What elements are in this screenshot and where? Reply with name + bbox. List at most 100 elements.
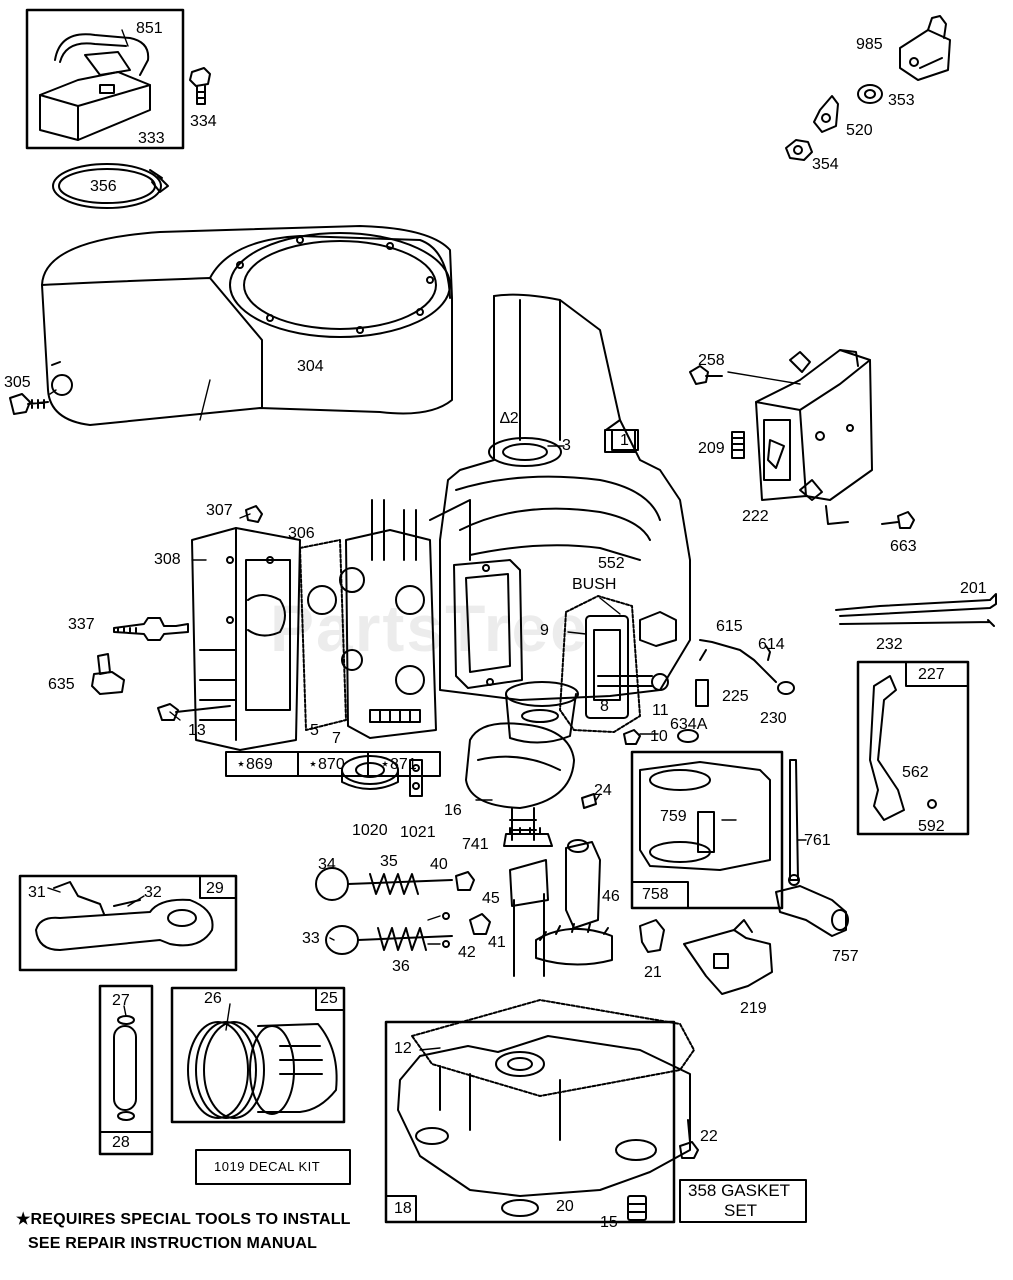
bolt-22 xyxy=(679,1119,699,1159)
cylinder-870 xyxy=(339,499,437,739)
callout-759: 759 xyxy=(660,808,687,825)
switch-985 xyxy=(899,15,951,81)
gasket-set-line-1: 358 GASKET xyxy=(688,1181,791,1200)
callout-230: 230 xyxy=(760,710,787,727)
callout-34: 34 xyxy=(318,856,336,873)
flywheel-key-1021 xyxy=(409,759,423,797)
callout-209: 209 xyxy=(698,440,725,457)
keeper-42 xyxy=(442,912,450,948)
spark-plug-337 xyxy=(113,617,189,641)
callout-520: 520 xyxy=(846,122,873,139)
cover-gasket-9 xyxy=(559,595,669,733)
bracket-222 xyxy=(755,349,873,525)
callout-25: 25 xyxy=(320,990,338,1007)
cylinder-block-1 xyxy=(429,293,691,701)
callout-28: 28 xyxy=(112,1134,130,1151)
callout-3: 3 xyxy=(562,437,571,454)
retainer-40 xyxy=(455,871,475,891)
callout-741: 741 xyxy=(462,836,489,853)
callout-258: 258 xyxy=(698,352,725,369)
bolt-307 xyxy=(245,505,263,523)
ground-wire-356 xyxy=(52,163,169,209)
callout-32: 32 xyxy=(144,884,162,901)
callout-222: 222 xyxy=(742,508,769,525)
callout-1020: 1020 xyxy=(352,822,388,839)
key-24 xyxy=(581,793,597,809)
callout-304: 304 xyxy=(297,358,324,375)
callout-33: 33 xyxy=(302,930,320,947)
callout-634a: 634A xyxy=(670,716,708,733)
callout-232: 232 xyxy=(876,636,903,653)
callout-985: 985 xyxy=(856,36,883,53)
callout-870: ⋆870 xyxy=(308,756,345,773)
armature-333 xyxy=(25,8,185,150)
callout-42: 42 xyxy=(458,944,476,961)
watermark: PartsTree xyxy=(270,591,589,665)
callout-308: 308 xyxy=(154,551,181,568)
callout-663: 663 xyxy=(890,538,917,555)
box-871 xyxy=(367,751,441,777)
callout-15: 15 xyxy=(600,1214,618,1231)
valve-33 xyxy=(325,925,453,955)
callout-552: 552 xyxy=(598,555,625,572)
box-1 xyxy=(611,429,639,451)
plug-21 xyxy=(639,919,665,953)
callout-851: 851 xyxy=(136,20,163,37)
callout-13: 13 xyxy=(188,722,206,739)
callout-9: 9 xyxy=(540,622,549,639)
washer-230 xyxy=(777,681,795,695)
callout-337: 337 xyxy=(68,616,95,633)
callout-614: 614 xyxy=(758,636,785,653)
callout-11: 11 xyxy=(652,702,669,719)
governor-bushing xyxy=(639,611,677,647)
callout-334: 334 xyxy=(190,113,217,130)
callout-757: 757 xyxy=(832,948,859,965)
gasket-set-line-2: SET xyxy=(724,1201,758,1220)
callout-615: 615 xyxy=(716,618,743,635)
lever-box-227 xyxy=(856,660,970,836)
callout-758: 758 xyxy=(642,886,669,903)
callout-356: 356 xyxy=(90,178,117,195)
screw-334 xyxy=(189,67,211,105)
conrod-box-29 xyxy=(18,874,238,972)
callout-16: 16 xyxy=(444,802,462,819)
crankshaft-16 xyxy=(465,681,579,841)
decal-kit-label: 1019 DECAL KIT xyxy=(214,1159,321,1174)
callout-20: 20 xyxy=(556,1198,574,1215)
pin-225 xyxy=(695,679,709,707)
piston-pin-box-27 xyxy=(98,984,154,1156)
callout-27: 27 xyxy=(112,992,130,1009)
cylinder-head-308 xyxy=(191,527,301,751)
plug-boot-635 xyxy=(91,653,125,695)
callout-871: ⋆871 xyxy=(380,756,417,773)
callout-41: 41 xyxy=(488,934,506,951)
callout-26: 26 xyxy=(204,990,222,1007)
callout-36: 36 xyxy=(392,958,410,975)
spring-35 xyxy=(369,873,419,895)
callout-592: 592 xyxy=(918,818,945,835)
rocker-757 xyxy=(775,885,849,937)
callout-bush: BUSH xyxy=(572,576,617,593)
leader-lines xyxy=(47,29,807,1051)
callout-1: 1 xyxy=(620,432,629,449)
camshaft-46 xyxy=(535,839,613,966)
callout-22: 22 xyxy=(700,1128,718,1145)
callout-562: 562 xyxy=(902,764,929,781)
tappet-45 xyxy=(509,859,549,977)
rod-201 xyxy=(835,593,997,617)
callout-18: 18 xyxy=(394,1200,412,1217)
footnote-line-2: SEE REPAIR INSTRUCTION MANUAL xyxy=(28,1235,318,1252)
callout-12: 12 xyxy=(394,1040,412,1057)
callout-307: 307 xyxy=(206,502,233,519)
gear-741 xyxy=(503,827,553,847)
callout-635: 635 xyxy=(48,676,75,693)
pushrod-761 xyxy=(788,759,800,886)
callout-8: 8 xyxy=(600,698,609,715)
callout-24: 24 xyxy=(594,782,612,799)
plug-15 xyxy=(627,1195,647,1221)
callout-21: 21 xyxy=(644,964,662,981)
sump-box-18 xyxy=(384,999,695,1224)
callout-40: 40 xyxy=(430,856,448,873)
callout-46: 46 xyxy=(602,888,620,905)
